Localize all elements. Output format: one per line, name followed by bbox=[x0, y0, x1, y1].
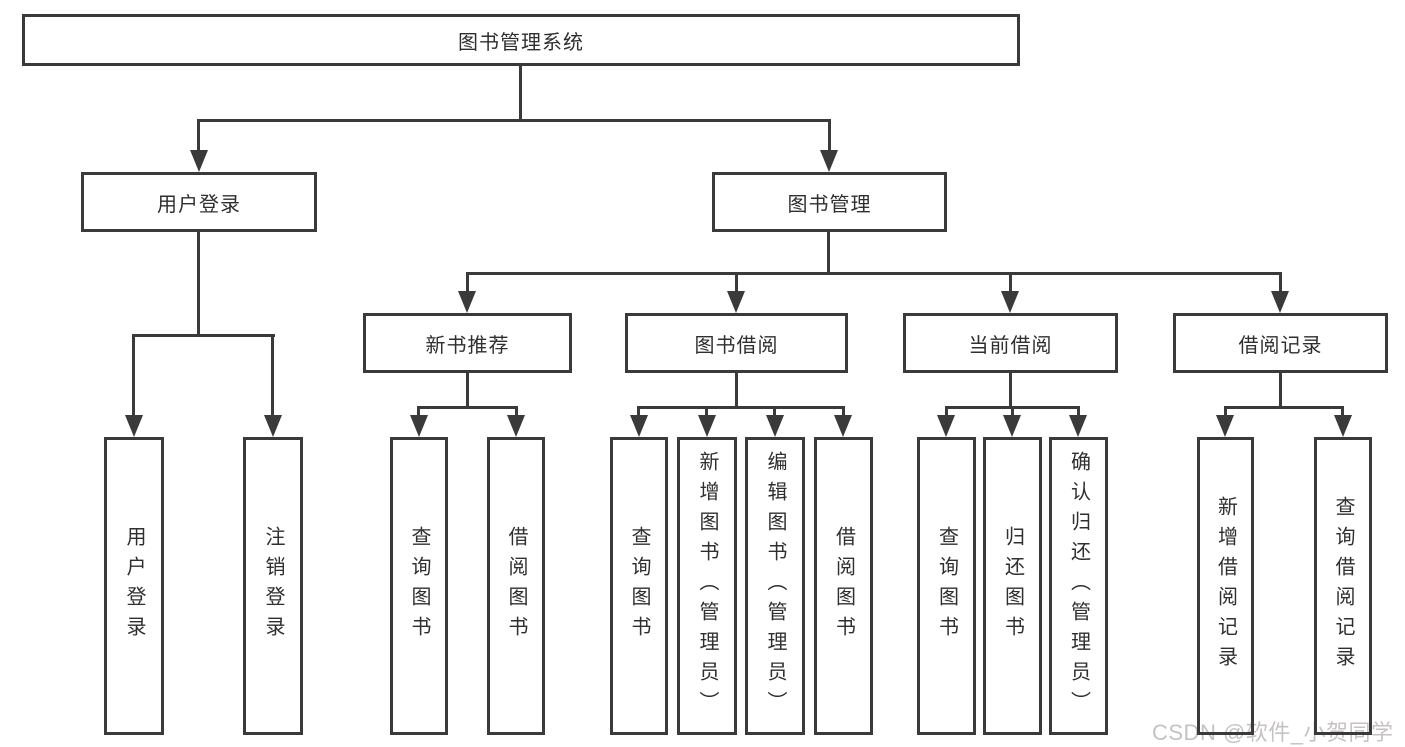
leaf-label: 新增图书（管理员） bbox=[696, 451, 718, 721]
arrowhead-icon bbox=[834, 415, 852, 437]
leaf-label: 借阅图书 bbox=[505, 526, 527, 646]
connector-line bbox=[637, 406, 845, 409]
connector-line bbox=[1009, 373, 1012, 409]
connector-line bbox=[735, 373, 738, 409]
leaf-query-borrow-record: 查询借阅记录 bbox=[1314, 437, 1372, 735]
leaf-edit-books-admin: 编辑图书（管理员） bbox=[745, 437, 805, 735]
arrowhead-icon bbox=[1334, 415, 1352, 437]
connector-line bbox=[519, 66, 522, 121]
connector-line bbox=[197, 119, 831, 122]
connector-line bbox=[1279, 272, 1282, 293]
leaf-label: 确认归还（管理员） bbox=[1067, 451, 1090, 721]
node-book-borrow: 图书借阅 bbox=[625, 313, 848, 373]
leaf-label: 用户登录 bbox=[123, 526, 145, 646]
connector-line bbox=[1224, 406, 1227, 418]
arrowhead-icon bbox=[410, 415, 428, 437]
arrowhead-icon bbox=[630, 415, 648, 437]
leaf-query-books-recommend: 查询图书 bbox=[390, 437, 448, 735]
arrowhead-icon bbox=[458, 291, 476, 313]
connector-line bbox=[132, 334, 135, 417]
connector-line bbox=[417, 406, 518, 409]
arrowhead-icon bbox=[1001, 291, 1019, 313]
connector-line bbox=[466, 272, 469, 293]
connector-line bbox=[945, 406, 948, 418]
leaf-query-books-borrow: 查询图书 bbox=[610, 437, 668, 735]
leaf-label: 查询图书 bbox=[628, 526, 650, 646]
leaf-label: 借阅图书 bbox=[832, 526, 855, 646]
leaf-label: 归还图书 bbox=[1001, 526, 1024, 646]
arrowhead-icon bbox=[264, 415, 282, 437]
connector-line bbox=[1011, 406, 1014, 418]
node-root: 图书管理系统 bbox=[22, 14, 1020, 66]
arrowhead-icon bbox=[1271, 291, 1289, 313]
leaf-add-books-admin: 新增图书（管理员） bbox=[677, 437, 737, 735]
connector-line bbox=[466, 272, 1282, 275]
node-user-login: 用户登录 bbox=[81, 172, 317, 232]
leaf-return-books: 归还图书 bbox=[983, 437, 1042, 735]
leaf-label: 查询借阅记录 bbox=[1332, 496, 1354, 676]
leaf-borrow-books-recommend: 借阅图书 bbox=[487, 437, 545, 735]
leaf-label: 查询图书 bbox=[408, 526, 430, 646]
arrowhead-icon bbox=[766, 415, 784, 437]
arrowhead-icon bbox=[125, 415, 143, 437]
connector-line bbox=[515, 406, 518, 418]
leaf-logout: 注销登录 bbox=[243, 437, 303, 735]
leaf-query-books-current: 查询图书 bbox=[917, 437, 976, 735]
node-new-book-recommend: 新书推荐 bbox=[363, 313, 572, 373]
leaf-label: 注销登录 bbox=[262, 526, 284, 646]
connector-line bbox=[828, 119, 831, 152]
connector-line bbox=[1279, 373, 1282, 409]
connector-line bbox=[271, 334, 274, 417]
connector-line bbox=[735, 272, 738, 293]
connector-line bbox=[773, 406, 776, 418]
connector-line bbox=[466, 373, 469, 409]
leaf-label: 编辑图书（管理员） bbox=[764, 451, 786, 721]
arrowhead-icon bbox=[820, 150, 838, 172]
connector-line bbox=[1224, 406, 1344, 409]
node-book-management: 图书管理 bbox=[712, 172, 947, 232]
node-borrow-records: 借阅记录 bbox=[1173, 313, 1388, 373]
connector-line bbox=[132, 334, 275, 337]
connector-line bbox=[705, 406, 708, 418]
connector-line bbox=[197, 119, 200, 152]
leaf-label: 查询图书 bbox=[935, 526, 958, 646]
connector-line bbox=[417, 406, 420, 418]
node-current-borrow: 当前借阅 bbox=[903, 313, 1118, 373]
arrowhead-icon bbox=[727, 291, 745, 313]
connector-line bbox=[1009, 272, 1012, 293]
connector-line bbox=[1341, 406, 1344, 418]
connector-line bbox=[1077, 406, 1080, 418]
leaf-user-login: 用户登录 bbox=[104, 437, 164, 735]
arrowhead-icon bbox=[1069, 415, 1087, 437]
leaf-confirm-return-admin: 确认归还（管理员） bbox=[1049, 437, 1108, 735]
connector-line bbox=[842, 406, 845, 418]
leaf-add-borrow-record: 新增借阅记录 bbox=[1197, 437, 1254, 735]
arrowhead-icon bbox=[1216, 415, 1234, 437]
arrowhead-icon bbox=[507, 415, 525, 437]
watermark-text: CSDN @软件_小贺同学 bbox=[1152, 720, 1394, 745]
arrowhead-icon bbox=[698, 415, 716, 437]
arrowhead-icon bbox=[937, 415, 955, 437]
leaf-label: 新增借阅记录 bbox=[1214, 496, 1237, 676]
arrowhead-icon bbox=[190, 150, 208, 172]
connector-line bbox=[197, 232, 200, 337]
arrowhead-icon bbox=[1003, 415, 1021, 437]
connector-line bbox=[827, 232, 830, 275]
connector-line bbox=[637, 406, 640, 418]
leaf-borrow-books: 借阅图书 bbox=[814, 437, 873, 735]
